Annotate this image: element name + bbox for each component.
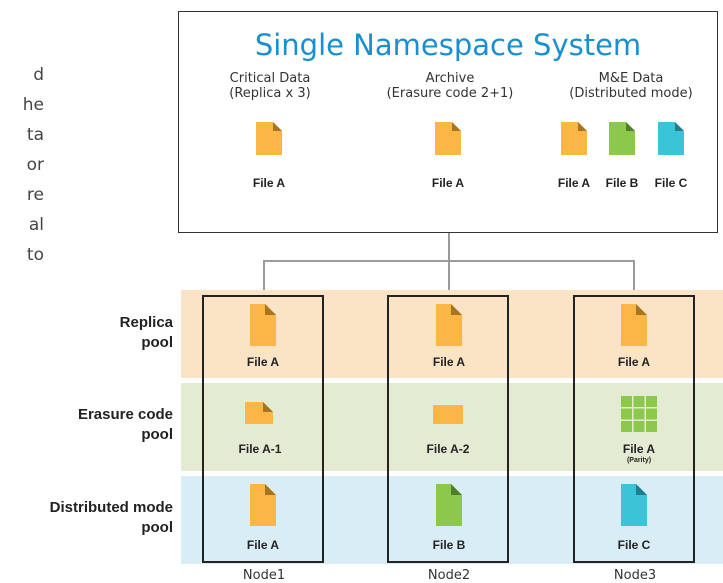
connector-line	[633, 260, 635, 295]
file-chunk-icon	[433, 405, 463, 424]
column-label-line: (Distributed mode)	[569, 86, 693, 101]
column-label-line: (Erasure code 2+1)	[386, 86, 514, 101]
file-icon	[609, 122, 635, 155]
connector-line	[448, 260, 450, 295]
paragraph-line: re	[26, 185, 44, 205]
file-label: File A-1	[238, 442, 282, 456]
file-icon	[621, 304, 647, 346]
file-label: File C	[654, 176, 688, 190]
me-data-label: M&E Data (Distributed mode)	[541, 71, 721, 101]
file-icon	[436, 484, 462, 526]
pool-label-line: pool	[141, 426, 173, 443]
paragraph-line: ta	[26, 125, 44, 145]
parity-sub-label: (Parity)	[626, 457, 652, 464]
file-label: File A	[432, 355, 466, 369]
node2-label: Node2	[427, 568, 471, 583]
paragraph-line: d	[33, 65, 44, 85]
replica-pool-label: Replica pool	[120, 313, 173, 353]
critical-data-label: Critical Data (Replica x 3)	[180, 71, 360, 101]
file-icon	[250, 484, 276, 526]
node1-label: Node1	[242, 568, 286, 583]
file-label: File A	[431, 176, 465, 190]
namespace-box: Single Namespace System Critical Data (R…	[178, 11, 718, 233]
paragraph-line: to	[26, 245, 44, 265]
paragraph-line: al	[28, 215, 44, 235]
pool-label-line: Erasure code	[77, 406, 173, 423]
pool-label-line: Replica	[119, 314, 173, 331]
column-label-line: Archive	[425, 71, 475, 86]
file-chunk-icon	[245, 402, 273, 424]
parity-label: File A (Parity)	[599, 442, 679, 464]
pool-label-line: Distributed mode	[49, 499, 173, 516]
erasure-pool-band	[181, 383, 723, 471]
node3-label: Node3	[613, 568, 657, 583]
file-icon	[561, 122, 587, 155]
node3-box	[573, 295, 695, 563]
file-icon	[621, 484, 647, 526]
paragraph-line: he	[22, 95, 44, 115]
file-label: File A	[252, 176, 286, 190]
distributed-pool-label: Distributed mode pool	[50, 498, 173, 538]
node2-box	[387, 295, 509, 563]
column-label-line: (Replica x 3)	[229, 86, 311, 101]
file-label: File A	[622, 442, 656, 456]
file-icon	[435, 122, 461, 155]
paragraph-line: or	[26, 155, 44, 175]
file-label: File A	[617, 355, 651, 369]
file-label: File A	[246, 355, 280, 369]
erasure-pool-label: Erasure code pool	[78, 405, 173, 445]
connector-line	[448, 233, 450, 261]
file-label: File B	[432, 538, 466, 552]
file-icon	[436, 304, 462, 346]
file-label: File A-2	[426, 442, 470, 456]
file-icon	[658, 122, 684, 155]
file-label: File A	[557, 176, 591, 190]
namespace-title: Single Namespace System	[254, 28, 642, 62]
column-label-line: M&E Data	[598, 71, 664, 86]
node1-box	[202, 295, 324, 563]
file-label: File A	[246, 538, 280, 552]
connector-line	[263, 260, 265, 295]
clipped-paragraph: d he ta or re al to	[0, 60, 44, 300]
pool-label-line: pool	[141, 334, 173, 351]
file-icon	[256, 122, 282, 155]
archive-label: Archive (Erasure code 2+1)	[360, 71, 540, 101]
parity-grid-icon	[621, 396, 657, 432]
file-icon	[250, 304, 276, 346]
file-label: File C	[617, 538, 651, 552]
file-label: File B	[605, 176, 639, 190]
column-label-line: Critical Data	[229, 71, 311, 86]
pool-label-line: pool	[141, 519, 173, 536]
